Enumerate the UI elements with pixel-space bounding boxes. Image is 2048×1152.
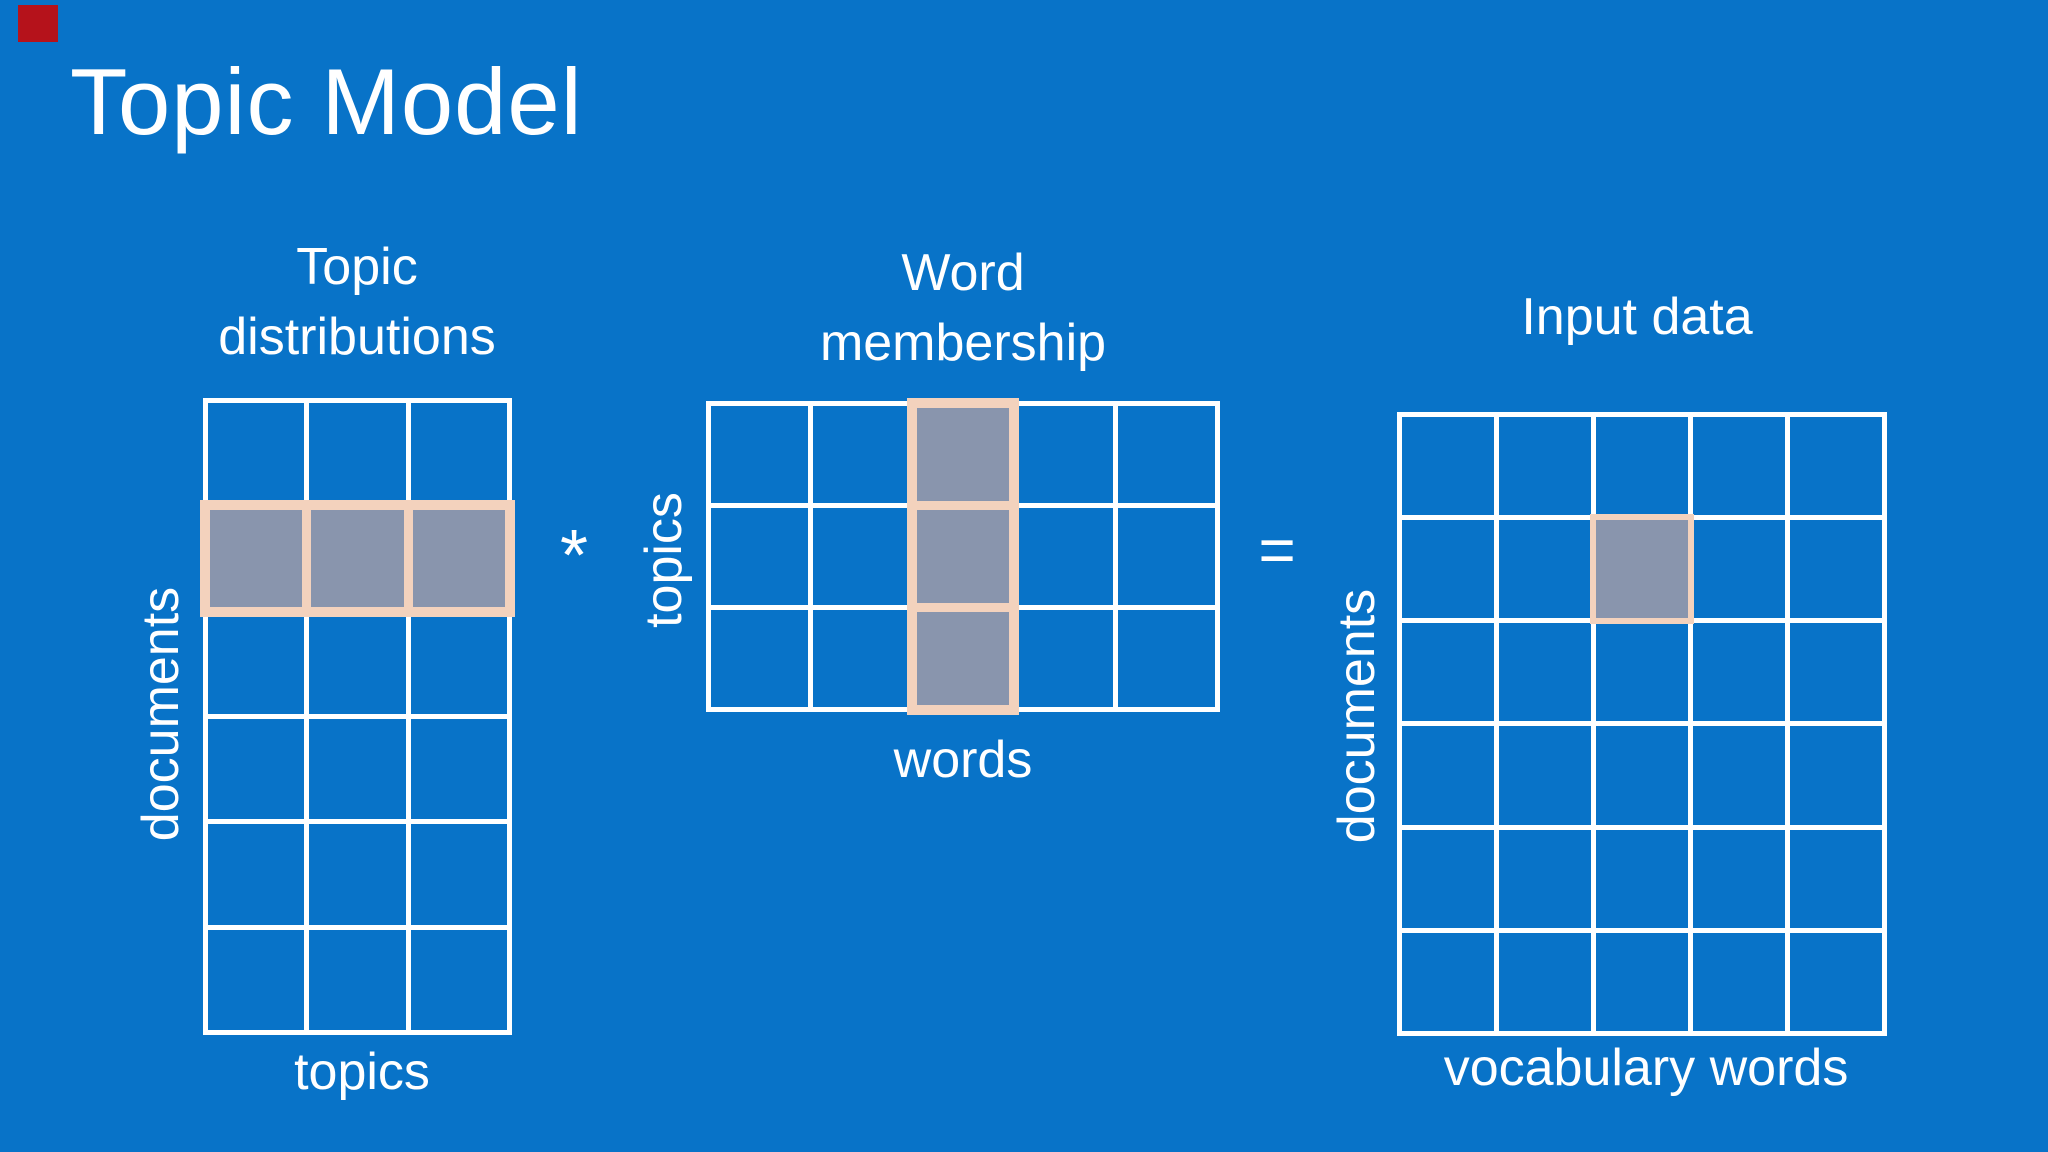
matrix-cell <box>208 719 305 820</box>
highlighted-cell <box>916 612 1010 705</box>
highlight-row-overlay <box>200 500 515 617</box>
matrix-cell <box>1402 829 1494 928</box>
matrix-title-topic-distributions: Topic distributions <box>218 232 495 372</box>
matrix-cell <box>208 613 305 714</box>
matrix-cell <box>410 929 507 1030</box>
matrix-cell <box>410 403 507 504</box>
matrix-cell <box>410 824 507 925</box>
matrix-cell <box>1693 726 1785 825</box>
matrix-cell <box>309 929 406 1030</box>
matrix-cell <box>1016 610 1114 707</box>
matrix-cell <box>812 508 910 605</box>
slide-title: Topic Model <box>70 49 583 154</box>
multiply-operator: * <box>559 516 589 596</box>
axis-label-documents-left: documents <box>131 587 191 841</box>
matrix-cells <box>208 403 507 1030</box>
matrix-cell <box>711 610 808 707</box>
axis-label-documents-right: documents <box>1327 589 1387 843</box>
matrix-cell <box>410 719 507 820</box>
axis-label-topics-bottom: topics <box>294 1043 430 1101</box>
matrix-cell <box>1402 932 1494 1031</box>
matrix-title-line: Topic <box>296 238 418 296</box>
matrix-cells <box>1402 417 1882 1031</box>
matrix-cell <box>1402 520 1494 619</box>
highlighted-cell <box>1596 520 1688 619</box>
matrix-cell <box>812 610 910 707</box>
matrix-cell <box>1596 417 1688 516</box>
matrix-cell <box>1790 932 1882 1031</box>
axis-label-topics-left: topics <box>634 492 694 628</box>
matrix-cell <box>1118 508 1215 605</box>
matrix-cell <box>1790 726 1882 825</box>
matrix-cell <box>1790 829 1882 928</box>
matrix-cell <box>1596 932 1688 1031</box>
matrix-cell <box>1016 406 1114 503</box>
corner-red-marker <box>18 5 58 42</box>
matrix-title-line: Input data <box>1521 288 1753 346</box>
matrix-cell <box>1790 623 1882 722</box>
axis-label-vocabulary-words-bottom: vocabulary words <box>1443 1039 1849 1097</box>
matrix-cell <box>1693 417 1785 516</box>
matrix-cell <box>1790 417 1882 516</box>
axis-label-text: topics <box>635 492 693 628</box>
highlighted-cell <box>916 408 1010 501</box>
matrix-cell <box>1016 508 1114 605</box>
axis-label-words-bottom: words <box>893 731 1033 789</box>
axis-label-text: documents <box>132 586 190 842</box>
matrix-title-line: Word <box>901 244 1025 302</box>
highlighted-cell <box>210 510 303 607</box>
matrix-title-line: distributions <box>218 308 496 366</box>
matrix-cell <box>309 403 406 504</box>
matrix-cell <box>711 406 808 503</box>
highlight-cell-overlay <box>1590 514 1694 625</box>
matrix-cell <box>1402 726 1494 825</box>
matrix-cell <box>309 613 406 714</box>
matrix-cell <box>711 508 808 605</box>
matrix-cell <box>1499 417 1591 516</box>
matrix-cell <box>1499 932 1591 1031</box>
matrix-cell <box>1596 726 1688 825</box>
matrix-cell <box>1596 829 1688 928</box>
matrix-cell <box>1499 829 1591 928</box>
matrix-cell <box>208 824 305 925</box>
matrix-cell <box>1402 417 1494 516</box>
matrix-cell <box>309 719 406 820</box>
matrix-cell <box>1118 610 1215 707</box>
matrix-cell <box>1499 623 1591 722</box>
matrix-cell <box>1790 520 1882 619</box>
highlighted-cell <box>311 510 404 607</box>
matrix-cell <box>1499 726 1591 825</box>
highlight-column-overlay <box>906 398 1020 715</box>
equals-operator: = <box>1258 514 1296 586</box>
matrix-title-line: membership <box>819 314 1107 372</box>
matrix-cell <box>1402 623 1494 722</box>
matrix-cell <box>410 613 507 714</box>
matrix-cell <box>1499 520 1591 619</box>
matrix-cell <box>1693 520 1785 619</box>
matrix-cell <box>812 406 910 503</box>
matrix-cell <box>1118 406 1215 503</box>
matrix-title-input-data: Input data <box>1521 282 1752 352</box>
axis-label-text: documents <box>1328 588 1386 844</box>
matrix-cell <box>1693 623 1785 722</box>
highlighted-cell <box>412 510 505 607</box>
highlighted-cell <box>916 510 1010 603</box>
matrix-input-data <box>1397 412 1887 1036</box>
matrix-title-word-membership: Word membership <box>820 238 1106 378</box>
matrix-cell <box>309 824 406 925</box>
matrix-cell <box>208 403 305 504</box>
matrix-cell <box>208 929 305 1030</box>
matrix-topic-distributions <box>203 398 512 1035</box>
matrix-cell <box>1596 623 1688 722</box>
matrix-cell <box>1693 932 1785 1031</box>
matrix-cell <box>1693 829 1785 928</box>
